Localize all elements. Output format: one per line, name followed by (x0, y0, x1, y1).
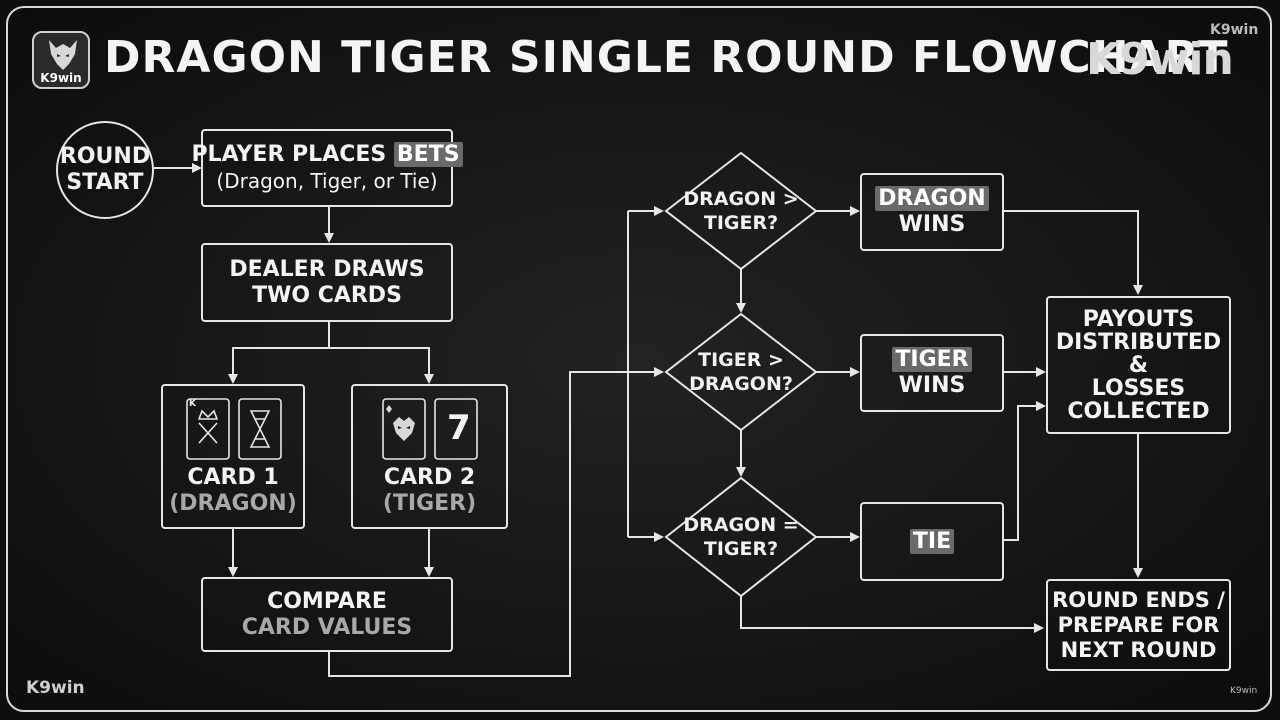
draw-line2: TWO CARDS (252, 282, 402, 308)
card2-seven: 7 (447, 408, 471, 448)
payouts-node: PAYOUTS DISTRIBUTED & LOSSES COLLECTED (1046, 296, 1231, 434)
bets-highlight: BETS (393, 142, 463, 167)
king-card-icon (186, 398, 282, 460)
player-places-bets-node: PLAYER PLACES BETS (Dragon, Tiger, or Ti… (191, 129, 463, 207)
dragon-eq-tiger-question: DRAGON = TIGER? (666, 514, 816, 560)
logo-badge: K9win (32, 31, 90, 89)
q1-line2: TIGER? (703, 212, 779, 234)
round-start-line2: START (66, 170, 144, 195)
payouts-line4: LOSSES (1091, 375, 1186, 401)
q3-line2: TIGER? (703, 538, 779, 560)
compare-card-values-node: COMPARE CARD VALUES (201, 577, 453, 652)
arrow-draw-to-card2 (329, 347, 434, 384)
arrow-q3-to-end (740, 596, 1044, 633)
payouts-line3: & (1128, 352, 1149, 378)
diagram-frame (6, 6, 1272, 712)
end-line2: PREPARE FOR (1057, 612, 1220, 637)
arrow-compare-to-q2 (328, 367, 664, 677)
payouts-line2: DISTRIBUTED (1055, 329, 1222, 355)
arrow-draw-to-card1 (228, 322, 330, 384)
end-line1: ROUND ENDS / (1052, 587, 1225, 612)
payouts-line1: PAYOUTS (1082, 306, 1195, 332)
round-start-line1: ROUND (59, 144, 151, 169)
end-line3: NEXT ROUND (1060, 637, 1217, 662)
round-start-node: ROUND START (56, 121, 154, 219)
card1-corner: K (189, 399, 196, 409)
draw-line1: DEALER DRAWS (229, 256, 425, 282)
tiger-wins-node: TIGER WINS (860, 334, 1004, 412)
q3-line1: DRAGON = (683, 514, 799, 536)
card2-node: 7 CARD 2 (TIGER) (351, 384, 508, 529)
tiger-gt-dragon-question: TIGER > DRAGON? (666, 349, 816, 395)
compare-line1: COMPARE (267, 588, 387, 614)
r3-line1: TIE (909, 528, 955, 554)
payouts-line5: COLLECTED (1067, 398, 1210, 424)
r1-line1: DRAGON (875, 186, 989, 211)
tiger-card-icon (382, 398, 478, 460)
brand-watermark-bottom-right: K9win (1230, 686, 1258, 696)
card1-line2: (DRAGON) (169, 491, 297, 516)
bets-line1-text: PLAYER PLACES (191, 142, 394, 167)
arrow-r3-to-payouts (1004, 401, 1046, 541)
card2-line2: (TIGER) (382, 491, 477, 516)
round-ends-node: ROUND ENDS / PREPARE FOR NEXT ROUND (1046, 579, 1231, 671)
q1-line1: DRAGON > (683, 188, 799, 210)
wolf-icon (49, 40, 77, 70)
brand-watermark-top: K9win (1210, 22, 1259, 38)
card1-node: K CARD 1 (DRAGON) (161, 384, 305, 529)
tie-node: TIE (860, 502, 1004, 581)
r2-line1: TIGER (892, 347, 972, 372)
bets-line2: (Dragon, Tiger, or Tie) (216, 169, 438, 193)
r1-line2: WINS (898, 212, 966, 237)
dragon-gt-tiger-question: DRAGON > TIGER? (666, 188, 816, 234)
logo-text: K9win (40, 71, 82, 85)
compare-line2: CARD VALUES (241, 614, 413, 640)
dealer-draws-node: DEALER DRAWS TWO CARDS (201, 243, 453, 322)
dragon-wins-node: DRAGON WINS (860, 173, 1004, 251)
arrow-r1-to-payouts (1004, 210, 1143, 295)
brand-watermark-bottom-left: K9win (26, 678, 85, 698)
page-title: DRAGON TIGER SINGLE ROUND FLOWCHART (104, 32, 1229, 83)
r2-line2: WINS (898, 373, 966, 398)
q2-line1: TIGER > (698, 349, 784, 371)
brand-logo: K9win (1086, 34, 1234, 85)
q2-line2: DRAGON? (689, 373, 793, 395)
card2-line1: CARD 2 (383, 465, 476, 490)
bets-line1: PLAYER PLACES BETS (191, 142, 463, 168)
card1-line1: CARD 1 (187, 465, 279, 490)
